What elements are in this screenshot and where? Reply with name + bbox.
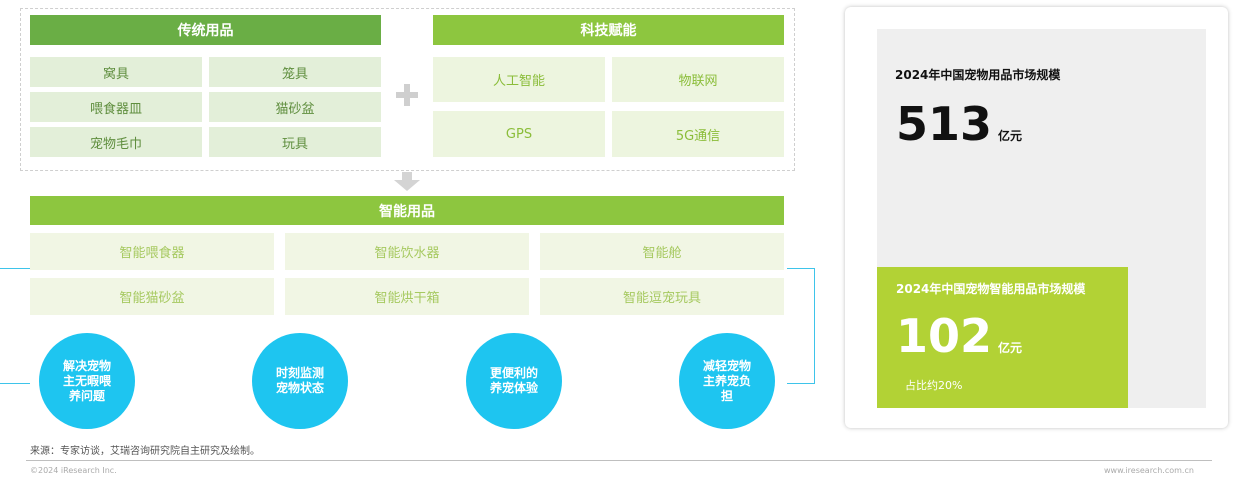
smart-item: 智能逗宠玩具 [540, 278, 784, 315]
smart-market-panel [877, 267, 1128, 408]
smart-item: 智能猫砂盆 [30, 278, 274, 315]
bracket-line-right [787, 268, 815, 384]
benefit-circle: 时刻监测宠物状态 [252, 333, 348, 429]
source-note: 来源：专家访谈，艾瑞咨询研究院自主研究及绘制。 [30, 446, 260, 457]
benefit-circle: 更便利的养宠体验 [466, 333, 562, 429]
down-arrow-icon [394, 172, 420, 192]
traditional-item: 玩具 [209, 127, 381, 157]
footer-website: www.iresearch.com.cn [1104, 466, 1194, 475]
bracket-line-left [0, 268, 30, 384]
smart-item: 智能饮水器 [285, 233, 529, 270]
smart-market-value: 102 [896, 309, 993, 363]
traditional-item: 喂食器皿 [30, 92, 202, 122]
total-market-value-row: 513 亿元 [896, 101, 1022, 147]
traditional-item: 笼具 [209, 57, 381, 87]
benefit-circle: 减轻宠物主养宠负担 [679, 333, 775, 429]
traditional-item: 宠物毛巾 [30, 127, 202, 157]
tech-item: GPS [433, 111, 605, 157]
smart-market-unit: 亿元 [998, 341, 1023, 355]
footer-divider [26, 460, 1212, 461]
traditional-item: 猫砂盆 [209, 92, 381, 122]
top-frame [20, 8, 795, 171]
smart-market-value-row: 102 亿元 [896, 313, 1022, 359]
benefit-circle: 解决宠物主无暇喂养问题 [39, 333, 135, 429]
traditional-header: 传统用品 [30, 15, 381, 45]
footer-copyright: ©2024 iResearch Inc. [30, 466, 117, 475]
smart-item: 智能喂食器 [30, 233, 274, 270]
total-market-label: 2024年中国宠物用品市场规模 [895, 68, 1061, 82]
tech-item: 5G通信 [612, 111, 784, 157]
smart-market-share: 占比约20% [905, 379, 963, 392]
total-market-unit: 亿元 [998, 129, 1023, 143]
total-market-value: 513 [896, 97, 993, 151]
smart-item: 智能烘干箱 [285, 278, 529, 315]
smart-item: 智能舱 [540, 233, 784, 270]
tech-item: 物联网 [612, 57, 784, 102]
tech-header: 科技赋能 [433, 15, 784, 45]
plus-icon [394, 82, 420, 108]
smart-header: 智能用品 [30, 196, 784, 225]
tech-item: 人工智能 [433, 57, 605, 102]
traditional-item: 窝具 [30, 57, 202, 87]
smart-market-label: 2024年中国宠物智能用品市场规模 [896, 282, 1086, 296]
